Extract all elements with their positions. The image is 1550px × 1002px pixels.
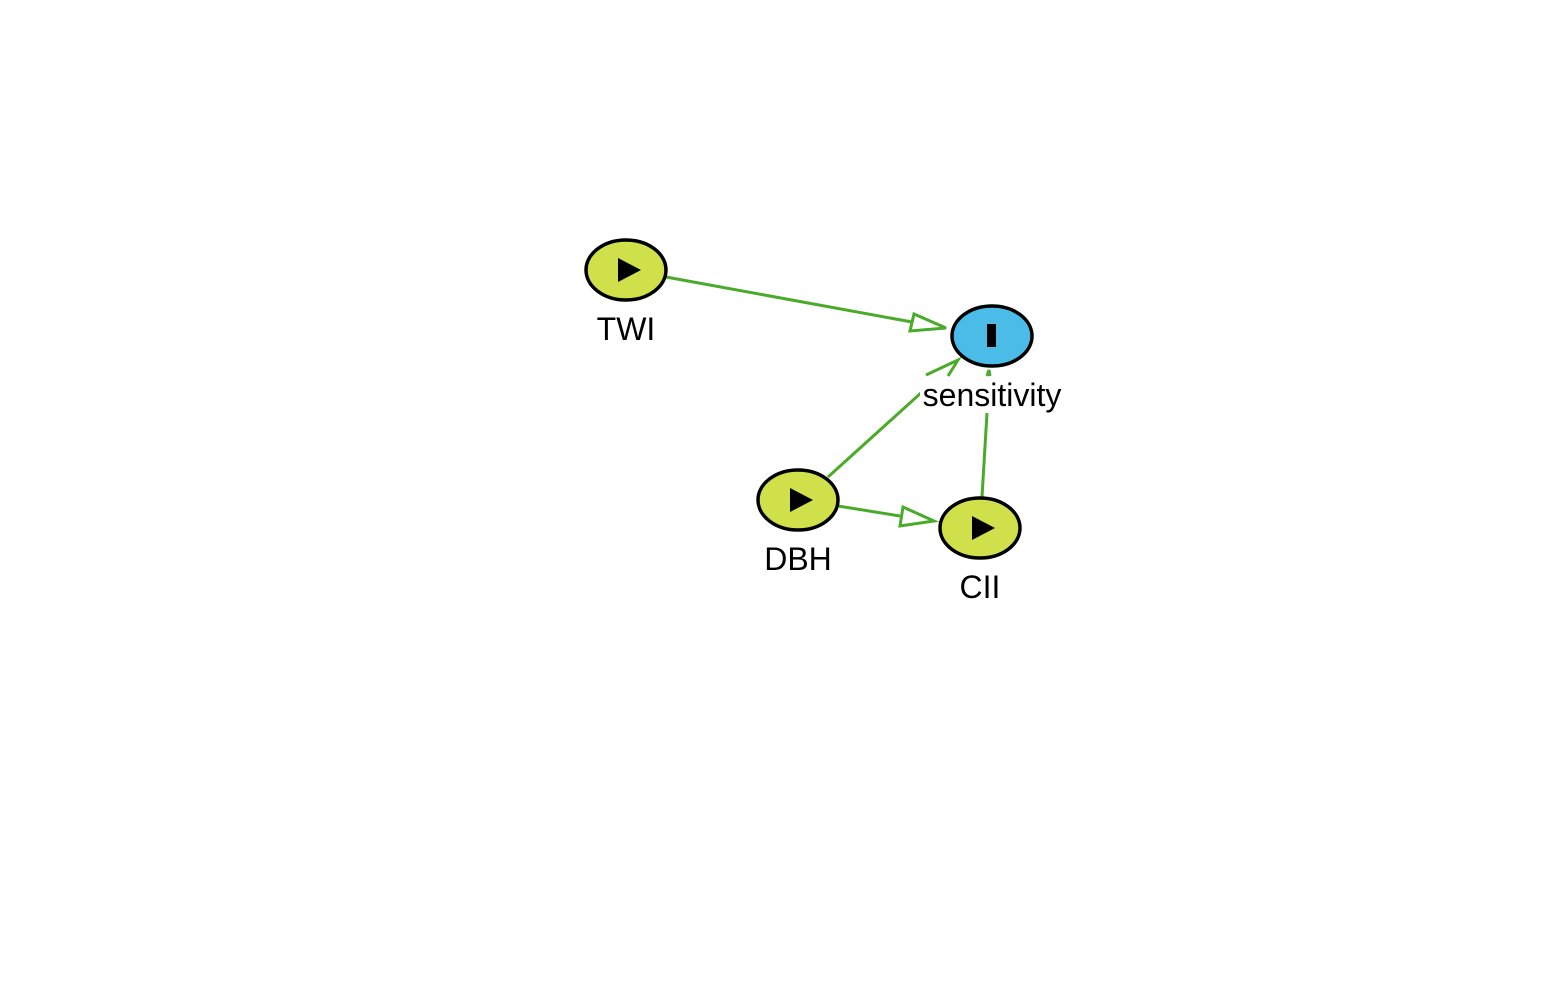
edges <box>665 275 992 528</box>
play-icon <box>618 258 641 282</box>
node-dbh[interactable]: DBH <box>756 468 840 577</box>
node-label-twi: TWI <box>597 311 656 347</box>
node-sensitivity[interactable]: sensitivity <box>920 304 1064 413</box>
node-cii[interactable]: CII <box>938 496 1022 605</box>
node-label-dbh: DBH <box>764 541 832 577</box>
play-icon <box>972 516 995 540</box>
play-icon <box>790 488 813 512</box>
edge-dbh-sensitivity <box>826 356 962 479</box>
bar-icon <box>987 324 996 347</box>
node-label-sensitivity: sensitivity <box>923 377 1062 413</box>
edge-cii-sensitivity <box>980 369 992 498</box>
edge-dbh-cii <box>837 504 940 528</box>
label-background <box>920 377 1064 413</box>
node-label-cii: CII <box>960 569 1001 605</box>
edge-twi-sensitivity <box>665 275 947 333</box>
node-twi[interactable]: TWI <box>584 238 668 347</box>
